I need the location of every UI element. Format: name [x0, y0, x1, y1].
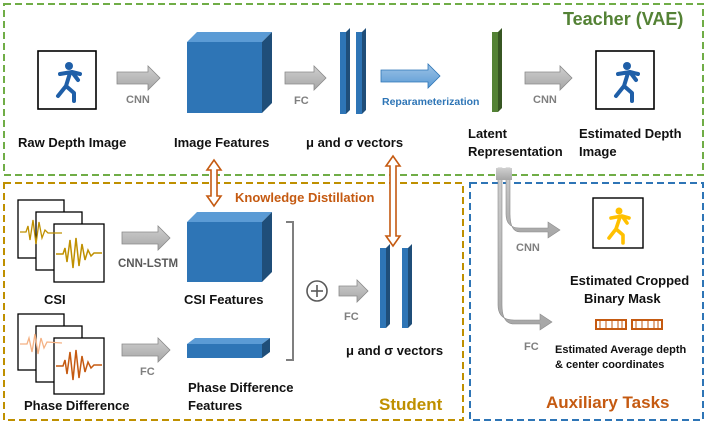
student-frame: [3, 182, 464, 421]
merge-bracket: [286, 221, 294, 361]
auxiliary-frame: [469, 182, 704, 421]
raw-depth-image-label: Raw Depth Image: [18, 135, 127, 150]
depth-coordinates-boxes: [595, 319, 663, 330]
teacher-frame: [3, 3, 704, 176]
estimated-depth-image-icon: [595, 50, 655, 110]
mu-sigma-label-student: μ and σ vectors: [346, 343, 444, 358]
cnn-lstm-label: CNN-LSTM: [118, 258, 179, 270]
auxiliary-title: Auxiliary Tasks: [546, 393, 670, 412]
phase-difference-label: Phase Difference: [24, 398, 130, 413]
fc-arrow-teacher: [284, 65, 327, 91]
estimated-depth-label-1: Estimated Depth: [579, 126, 682, 141]
knowledge-distillation-label: Knowledge Distillation: [235, 190, 375, 205]
mask-label-1: Estimated Cropped: [570, 273, 690, 288]
fc-arrow-phase: [121, 337, 171, 363]
fc-label-phase: FC: [140, 366, 155, 378]
csi-waveform-stack: [17, 199, 105, 283]
distillation-arrow-left: [205, 158, 223, 208]
mu-sigma-bars-teacher: [340, 28, 366, 114]
depth-label-1: Estimated Average depth: [555, 344, 687, 356]
phase-features-slab: [187, 338, 270, 358]
estimated-depth-label-2: Image: [579, 144, 617, 159]
reparameterization-label: Reparameterization: [382, 96, 480, 108]
fc-label-aux: FC: [524, 341, 539, 353]
fc-arrow-student: [338, 279, 369, 303]
cnn-lstm-arrow: [121, 225, 171, 251]
teacher-title: Teacher (VAE): [563, 9, 684, 29]
cnn-label-aux: CNN: [516, 242, 540, 254]
phase-difference-waveform-stack: [17, 313, 105, 395]
fc-label-teacher: FC: [294, 95, 309, 107]
cnn-arrow-2: [524, 65, 573, 91]
reparameterization-arrow: [380, 63, 441, 89]
mask-label-2: Binary Mask: [584, 291, 661, 306]
mu-sigma-label-teacher: μ and σ vectors: [306, 135, 404, 150]
fc-label-student: FC: [344, 311, 359, 323]
csi-features-label: CSI Features: [184, 292, 264, 307]
phase-features-label-2: Features: [188, 398, 243, 413]
depth-label-2: & center coordinates: [555, 359, 665, 371]
latent-label-2: Representation: [468, 144, 563, 159]
phase-features-label-1: Phase Difference: [188, 380, 294, 395]
binary-mask-icon: [592, 197, 644, 249]
mu-sigma-bars-student: [380, 244, 412, 328]
cnn-label: CNN: [126, 94, 150, 106]
latent-label-1: Latent: [468, 126, 507, 141]
auxiliary-arrows: [496, 167, 561, 331]
distillation-arrow-right: [384, 154, 402, 248]
cnn-arrow: [116, 65, 161, 91]
image-features-cube: [187, 32, 272, 113]
csi-label: CSI: [44, 292, 66, 307]
latent-bar: [492, 28, 502, 112]
csi-features-cube: [187, 212, 272, 282]
raw-depth-image-icon: [37, 50, 97, 110]
image-features-label: Image Features: [174, 135, 270, 150]
cnn-label-2: CNN: [533, 94, 557, 106]
student-title: Student: [379, 395, 443, 414]
